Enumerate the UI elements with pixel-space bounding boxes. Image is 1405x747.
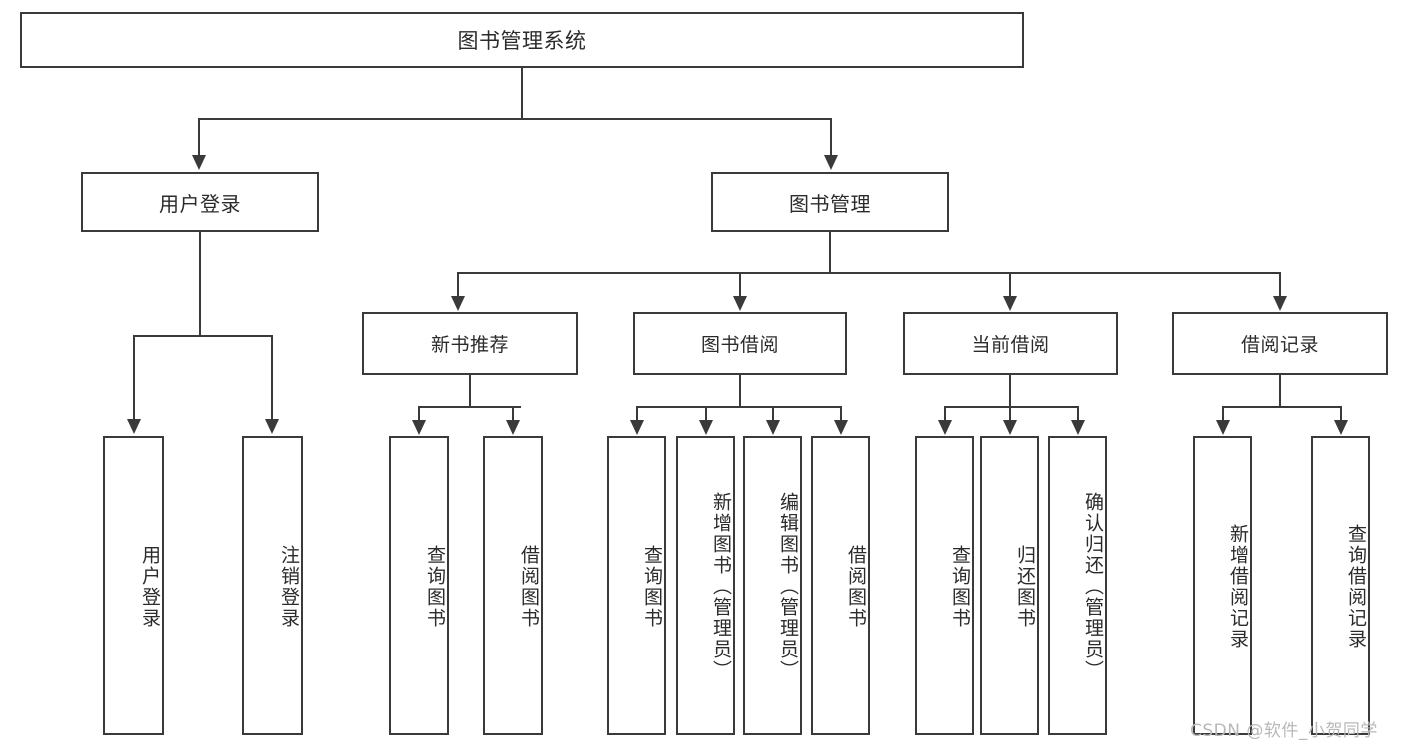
node-leaf-user-login-logout[interactable]: 注销登录 xyxy=(242,436,303,735)
node-label: 查询借阅记录 xyxy=(1345,523,1367,650)
node-book-management[interactable]: 图书管理 xyxy=(711,172,949,232)
arrow-book-mgmt-child-2 xyxy=(733,296,747,311)
arrow-book-borrow-child-1 xyxy=(630,420,644,435)
arrow-user-login-child-1 xyxy=(127,419,141,434)
node-label: 新增借阅记录 xyxy=(1227,523,1249,650)
node-label: 新书推荐 xyxy=(430,334,509,356)
node-label: 用户登录 xyxy=(159,191,241,216)
arrow-book-mgmt-child-1 xyxy=(451,296,465,311)
connector-root-to-book-mgmt xyxy=(830,118,832,156)
node-label: 查询图书 xyxy=(641,544,663,629)
connector-root-to-user-login xyxy=(198,118,200,156)
connector-user-login-drop-2 xyxy=(271,335,273,420)
arrow-book-borrow-child-2 xyxy=(699,420,713,435)
arrow-book-mgmt-child-3 xyxy=(1003,296,1017,311)
node-leaf-current-borrow-query[interactable]: 查询图书 xyxy=(915,436,974,735)
node-label: 图书管理 xyxy=(789,191,871,216)
node-label: 借阅图书 xyxy=(845,544,867,629)
arrow-current-borrow-child-1 xyxy=(938,420,952,435)
node-leaf-book-borrow-borrow[interactable]: 借阅图书 xyxy=(811,436,870,735)
connector-book-borrow-drop-3 xyxy=(772,406,774,421)
node-label: 图书管理系统 xyxy=(457,29,587,53)
node-leaf-current-borrow-return[interactable]: 归还图书 xyxy=(980,436,1039,735)
connector-book-mgmt-drop-4 xyxy=(1279,272,1281,297)
connector-user-login-bus xyxy=(133,335,272,337)
watermark-text: CSDN @软件_小贺同学 xyxy=(1190,721,1378,741)
connector-book-mgmt-bus xyxy=(457,272,1281,274)
node-leaf-user-login-login[interactable]: 用户登录 xyxy=(103,436,164,735)
arrow-book-borrow-child-4 xyxy=(834,420,848,435)
connector-book-mgmt-stem xyxy=(829,232,831,274)
connector-root-bus xyxy=(198,118,832,120)
arrow-current-borrow-child-3 xyxy=(1071,420,1085,435)
arrow-book-borrow-child-3 xyxy=(766,420,780,435)
connector-borrow-record-drop-2 xyxy=(1340,406,1342,421)
node-leaf-borrow-record-query[interactable]: 查询借阅记录 xyxy=(1311,436,1370,735)
arrow-book-mgmt-child-4 xyxy=(1273,296,1287,311)
connector-book-mgmt-drop-3 xyxy=(1009,272,1011,297)
node-current-borrow[interactable]: 当前借阅 xyxy=(903,312,1118,375)
arrow-root-to-user-login xyxy=(192,155,206,170)
node-label: 新增图书（管理员） xyxy=(710,492,732,681)
connector-book-borrow-bus xyxy=(636,406,842,408)
connector-borrow-record-bus xyxy=(1222,406,1341,408)
connector-book-borrow-drop-1 xyxy=(636,406,638,421)
node-leaf-new-book-query[interactable]: 查询图书 xyxy=(389,436,449,735)
node-label: 借阅图书 xyxy=(518,544,540,629)
connector-book-borrow-stem xyxy=(739,375,741,407)
connector-current-borrow-drop-2 xyxy=(1009,406,1011,421)
connector-user-login-stem xyxy=(199,232,201,336)
node-book-borrow[interactable]: 图书借阅 xyxy=(633,312,847,375)
node-label: 当前借阅 xyxy=(971,334,1050,356)
connector-book-borrow-drop-2 xyxy=(705,406,707,421)
node-borrow-record[interactable]: 借阅记录 xyxy=(1172,312,1388,375)
node-label: 编辑图书（管理员） xyxy=(777,492,799,681)
node-label: 借阅记录 xyxy=(1240,334,1319,356)
node-user-login[interactable]: 用户登录 xyxy=(81,172,319,232)
arrow-root-to-book-mgmt xyxy=(824,155,838,170)
connector-user-login-drop-1 xyxy=(133,335,135,420)
connector-book-borrow-drop-4 xyxy=(840,406,842,421)
node-label: 确认归还（管理员） xyxy=(1082,492,1104,681)
connector-new-book-drop-2 xyxy=(512,406,514,421)
node-label: 注销登录 xyxy=(278,544,300,629)
node-leaf-current-borrow-confirm[interactable]: 确认归还（管理员） xyxy=(1048,436,1107,735)
connector-borrow-record-stem xyxy=(1279,375,1281,407)
connector-new-book-bus xyxy=(418,406,521,408)
node-label: 查询图书 xyxy=(949,544,971,629)
connector-new-book-drop-1 xyxy=(418,406,420,421)
arrow-borrow-record-child-1 xyxy=(1216,420,1230,435)
node-label: 用户登录 xyxy=(139,544,161,629)
connector-current-borrow-bus xyxy=(944,406,1079,408)
node-leaf-new-book-borrow[interactable]: 借阅图书 xyxy=(483,436,543,735)
node-label: 图书借阅 xyxy=(700,334,779,356)
connector-root-stem xyxy=(521,68,523,118)
node-new-book-recommend[interactable]: 新书推荐 xyxy=(362,312,578,375)
node-leaf-book-borrow-query[interactable]: 查询图书 xyxy=(607,436,666,735)
connector-current-borrow-drop-3 xyxy=(1077,406,1079,421)
connector-current-borrow-stem xyxy=(1009,375,1011,407)
node-leaf-book-borrow-add[interactable]: 新增图书（管理员） xyxy=(676,436,735,735)
arrow-borrow-record-child-2 xyxy=(1334,420,1348,435)
connector-current-borrow-drop-1 xyxy=(944,406,946,421)
connector-book-mgmt-drop-2 xyxy=(739,272,741,297)
arrow-new-book-child-2 xyxy=(506,420,520,435)
node-root-system[interactable]: 图书管理系统 xyxy=(20,12,1024,68)
arrow-new-book-child-1 xyxy=(412,420,426,435)
node-label: 查询图书 xyxy=(424,544,446,629)
arrow-current-borrow-child-2 xyxy=(1003,420,1017,435)
node-leaf-borrow-record-add[interactable]: 新增借阅记录 xyxy=(1193,436,1252,735)
connector-book-mgmt-drop-1 xyxy=(457,272,459,297)
connector-new-book-stem xyxy=(469,375,471,407)
connector-borrow-record-drop-1 xyxy=(1222,406,1224,421)
node-label: 归还图书 xyxy=(1014,544,1036,629)
arrow-user-login-child-2 xyxy=(265,419,279,434)
node-leaf-book-borrow-edit[interactable]: 编辑图书（管理员） xyxy=(743,436,802,735)
